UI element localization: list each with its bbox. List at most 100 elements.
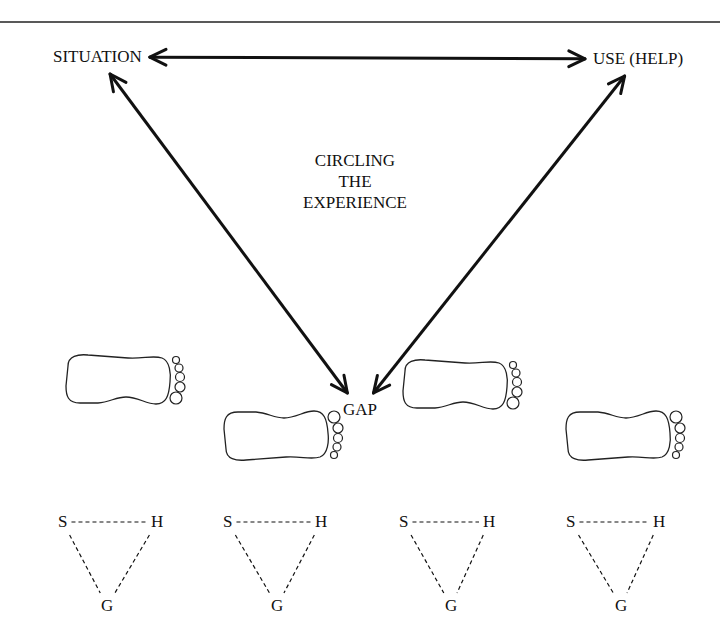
triangle-letter: H <box>312 510 330 534</box>
footprints <box>66 355 685 460</box>
node-text: S <box>399 512 408 531</box>
triangle-letter: G <box>268 594 286 618</box>
dashed-link <box>236 522 311 523</box>
foot-sole <box>566 411 670 460</box>
dashed-link <box>284 535 314 593</box>
dashed-link <box>457 535 483 593</box>
connector-line <box>115 535 150 593</box>
node-text: H <box>653 512 665 531</box>
node-text: G <box>101 596 113 615</box>
connector-line <box>411 535 444 593</box>
triangle-letter: H <box>650 510 668 534</box>
dashed-link <box>579 535 614 593</box>
arrow-head <box>150 57 166 65</box>
foot-toe <box>334 434 343 443</box>
node-text: H <box>315 512 327 531</box>
foot-toe <box>173 357 180 364</box>
connector-line <box>457 535 483 593</box>
connector-line <box>373 76 624 393</box>
foot-toe <box>333 423 343 433</box>
triangle-letter: G <box>442 594 460 618</box>
node-text: G <box>615 596 627 615</box>
footprint <box>66 355 185 404</box>
triangle-letter: H <box>148 510 166 534</box>
foot-toe <box>175 382 185 392</box>
top-rule <box>0 21 720 23</box>
node-text: SITUATION <box>53 47 142 66</box>
foot-sole <box>224 411 328 460</box>
foot-toe <box>176 373 185 382</box>
foot-toe <box>331 452 338 459</box>
triangle-letter: H <box>480 510 498 534</box>
triangle-letter: G <box>98 594 116 618</box>
center-label: CIRCLING THE EXPERIENCE <box>303 150 407 213</box>
triangle-letter: S <box>220 510 235 534</box>
triangle-letter: S <box>55 510 70 534</box>
connector-line <box>71 521 147 522</box>
footprint <box>403 360 522 409</box>
connector-line <box>284 535 314 593</box>
arrow-head <box>331 385 347 393</box>
connector-line <box>110 74 347 393</box>
foot-toe <box>333 443 341 451</box>
arrow-head <box>569 51 585 59</box>
dashed-link <box>70 535 101 593</box>
connector-line <box>70 535 101 593</box>
node-text: S <box>566 512 575 531</box>
foot-toe <box>175 364 183 372</box>
foot-sole <box>66 355 170 404</box>
connector-line <box>627 535 653 593</box>
foot-toe <box>675 423 685 433</box>
triangle-letter: S <box>396 510 411 534</box>
node-text: G <box>271 596 283 615</box>
node-text: S <box>223 512 232 531</box>
stage-node: SITUATION <box>50 45 145 69</box>
dashed-link <box>235 535 269 593</box>
node-text: GAP <box>343 400 377 419</box>
node-text: USE (HELP) <box>593 49 683 68</box>
node-text: G <box>445 596 457 615</box>
footprint <box>566 411 685 460</box>
foot-toe <box>676 434 685 443</box>
node-text: S <box>58 512 67 531</box>
foot-toe <box>670 411 682 423</box>
connector-line <box>150 57 585 59</box>
dashed-link <box>412 522 479 523</box>
stage-node: GAP <box>340 398 380 422</box>
node-text: H <box>483 512 495 531</box>
dashed-link <box>579 522 649 523</box>
arrow-head <box>569 59 585 67</box>
triangle-letter: G <box>612 594 630 618</box>
arrow-head <box>110 74 126 82</box>
foot-toe <box>507 397 519 409</box>
double-arrow <box>373 76 624 393</box>
foot-toe <box>675 443 683 451</box>
arrow-head <box>373 375 377 393</box>
dashed-link <box>71 522 147 523</box>
stage-node: USE (HELP) <box>590 47 686 71</box>
triangle-letter: S <box>563 510 578 534</box>
arrow-head <box>150 49 166 57</box>
foot-toe <box>512 387 522 397</box>
connector-line <box>579 535 614 593</box>
connector-line <box>236 521 311 522</box>
foot-toe <box>328 411 340 423</box>
foot-toe <box>170 392 182 404</box>
footprint <box>224 411 343 460</box>
foot-toe <box>673 452 680 459</box>
dashed-link <box>411 535 444 593</box>
connector-line <box>235 535 269 593</box>
dashed-link <box>115 535 150 593</box>
foot-toe <box>512 369 520 377</box>
foot-sole <box>403 360 507 409</box>
foot-toe <box>513 378 522 387</box>
connector-line <box>412 521 479 522</box>
dashed-link <box>627 535 653 593</box>
node-text: H <box>151 512 163 531</box>
foot-toe <box>510 362 517 369</box>
connector-line <box>579 521 649 522</box>
double-arrow <box>150 49 585 66</box>
arrow-head <box>621 76 625 94</box>
